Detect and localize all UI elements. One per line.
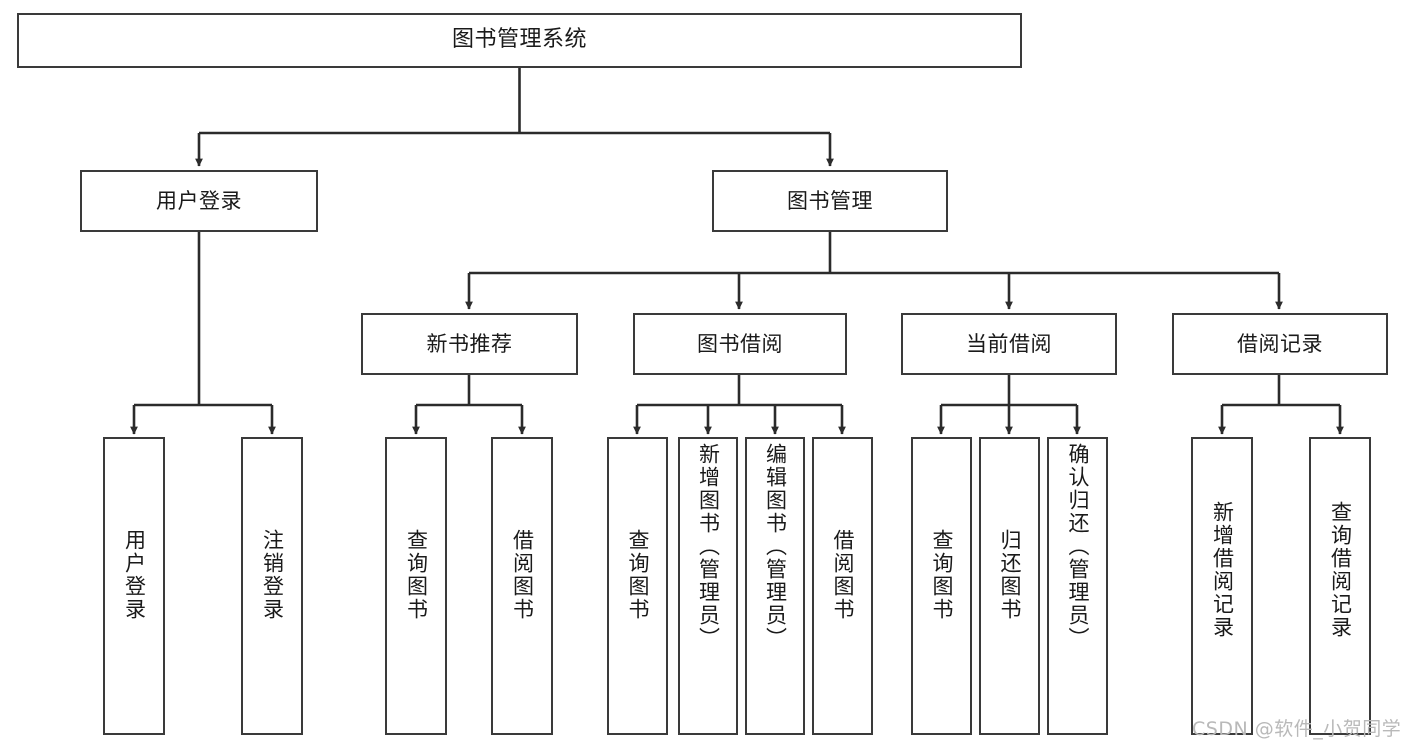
node-label: 新增图书（管理员） [696,443,721,650]
node-label: 查询借阅记录 [1328,501,1353,639]
node-label: 图书管理 [787,188,873,213]
node-user-login[interactable]: 用户登录 [80,170,318,232]
node-label: 新书推荐 [426,331,513,356]
node-label: 确认归还（管理员） [1066,443,1091,650]
leaf-confirm-return-admin[interactable]: 确认归还（管理员） [1047,437,1108,735]
node-label: 归还图书 [998,529,1023,621]
node-current-borrow[interactable]: 当前借阅 [901,313,1117,375]
node-label: 查询图书 [626,529,651,621]
node-label: 查询图书 [404,529,429,621]
node-label: 编辑图书（管理员） [763,443,788,650]
node-label: 借阅图书 [510,529,535,621]
node-label: 图书管理系统 [451,27,587,53]
node-root-book-management-system[interactable]: 图书管理系统 [17,13,1022,68]
leaf-borrow-book-recommend[interactable]: 借阅图书 [491,437,553,735]
leaf-add-borrow-record[interactable]: 新增借阅记录 [1191,437,1253,735]
leaf-user-login[interactable]: 用户登录 [103,437,165,735]
leaf-query-borrow-record[interactable]: 查询借阅记录 [1309,437,1371,735]
node-new-book-recommend[interactable]: 新书推荐 [361,313,578,375]
leaf-query-book-current[interactable]: 查询图书 [911,437,972,735]
leaf-query-book-borrow[interactable]: 查询图书 [607,437,668,735]
node-label: 用户登录 [156,188,242,213]
node-label: 用户登录 [122,529,147,621]
node-borrow-record[interactable]: 借阅记录 [1172,313,1388,375]
node-label: 借阅图书 [831,529,856,621]
node-label: 注销登录 [260,529,285,621]
leaf-logout-login[interactable]: 注销登录 [241,437,303,735]
leaf-query-book-recommend[interactable]: 查询图书 [385,437,447,735]
node-label: 新增借阅记录 [1210,501,1235,639]
node-label: 查询图书 [930,529,955,621]
node-label: 当前借阅 [966,331,1052,356]
watermark-csdn: CSDN @软件_小贺同学 [1192,718,1402,740]
leaf-return-book[interactable]: 归还图书 [979,437,1040,735]
leaf-add-book-admin[interactable]: 新增图书（管理员） [678,437,738,735]
leaf-borrow-book[interactable]: 借阅图书 [812,437,873,735]
node-label: 借阅记录 [1237,331,1323,356]
node-book-management[interactable]: 图书管理 [712,170,948,232]
leaf-edit-book-admin[interactable]: 编辑图书（管理员） [745,437,805,735]
node-book-borrow[interactable]: 图书借阅 [633,313,847,375]
node-label: 图书借阅 [697,331,783,356]
